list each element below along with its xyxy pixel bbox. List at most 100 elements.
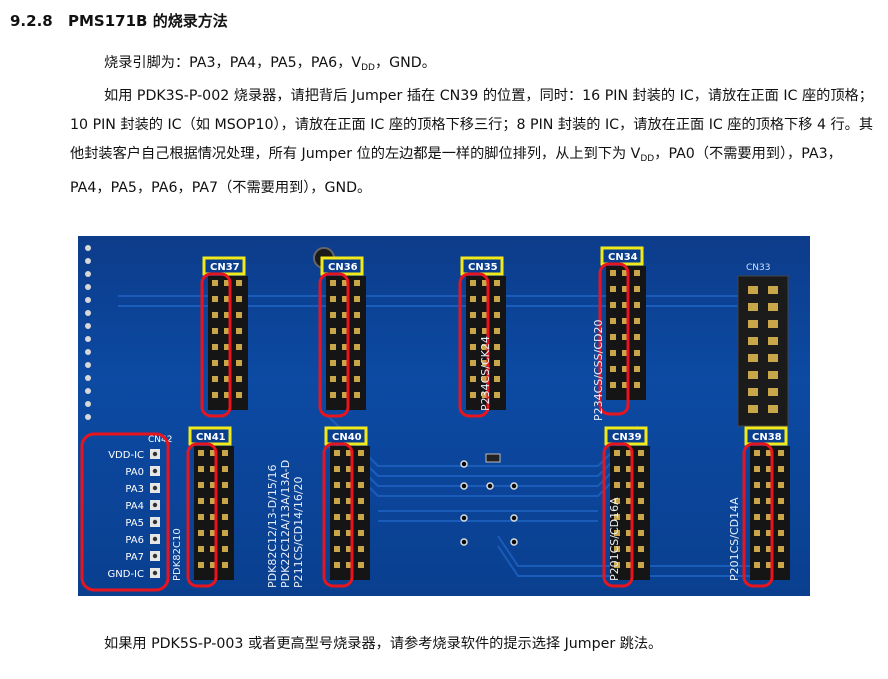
cn34-pin [610, 350, 616, 356]
cn38-pin [754, 450, 760, 456]
cn39-pin [614, 514, 620, 520]
cn35-pin [482, 280, 488, 286]
pin-label-pa3: PA3 [125, 484, 144, 495]
cn40-pin [334, 530, 340, 536]
cn33-pin [748, 405, 758, 413]
cn37-highlight [200, 272, 232, 418]
cn35-pin [482, 360, 488, 366]
cn33-pin [748, 337, 758, 345]
cn35-pin [482, 392, 488, 398]
cn34-pin [634, 318, 640, 324]
pin-label-pa7: PA7 [125, 552, 144, 563]
cn36-pin [330, 360, 336, 366]
cn34-pin [634, 366, 640, 372]
cn38-pin [754, 498, 760, 504]
pin-pad-hole [152, 536, 158, 542]
cn33-pin [768, 388, 778, 396]
cn37-pin [236, 312, 242, 318]
cn39-pin [626, 482, 632, 488]
cn37-pin [236, 344, 242, 350]
silk-cn40-b: PDK22C12A/13A/13A-D [279, 460, 292, 588]
cn36-pin [354, 392, 360, 398]
cn33-pin [768, 320, 778, 328]
edge-hole [85, 336, 91, 342]
cn39-pin [626, 466, 632, 472]
cn34-pin [622, 286, 628, 292]
silk-cn42-side: PDK82C10 [172, 528, 183, 581]
cn40-pin [334, 562, 340, 568]
cn33-pin [768, 371, 778, 379]
pin-label-pa0: PA0 [125, 467, 144, 478]
cn34-label: CN34 [608, 252, 638, 263]
cn34-pin [610, 382, 616, 388]
pins-paragraph: 烧录引脚为：PA3，PA4，PA5，PA6，VDD，GND。 [70, 49, 876, 83]
cn40-pin [334, 498, 340, 504]
cn39-label: CN39 [612, 432, 642, 443]
cn37-pin [212, 312, 218, 318]
cn40-pin [334, 514, 340, 520]
instructions-paragraph: 如用 PDK3S-P-002 烧录器，请把背后 Jumper 插在 CN39 的… [70, 82, 876, 203]
cn34-pin [622, 302, 628, 308]
section-number: 9.2.8 [10, 12, 53, 30]
cn35-pin [470, 280, 476, 286]
pin-pad-hole [152, 553, 158, 559]
cn36-pin [354, 328, 360, 334]
cn33-pin [748, 286, 758, 294]
cn41-pin [222, 482, 228, 488]
cn39-highlight [602, 442, 634, 588]
cn34-pin [634, 286, 640, 292]
cn35-pin [470, 360, 476, 366]
pins-suffix: ，GND。 [374, 55, 436, 71]
cn40-pin [358, 514, 364, 520]
cn40-label: CN40 [332, 432, 362, 443]
cn37-pin [224, 392, 230, 398]
cn38-pin [754, 530, 760, 536]
cn35-pin [494, 392, 500, 398]
cn41-pin [210, 562, 216, 568]
cn34-pin [634, 302, 640, 308]
instructions-text-end: ，PA0（不需要用到），PA3，PA4，PA5，PA6，PA7（不需要用到），G… [70, 146, 842, 196]
cn39-pin [638, 546, 644, 552]
silk-cn38: P201CS/CD14A [728, 497, 741, 581]
cn36-pin [330, 392, 336, 398]
cn38-pin [778, 450, 784, 456]
cn35-pin [494, 344, 500, 350]
cn37-pin [212, 376, 218, 382]
edge-hole [85, 310, 91, 316]
cn34-pin [634, 382, 640, 388]
cn37-pin [236, 328, 242, 334]
cn37-pin [224, 296, 230, 302]
cn37-pin [236, 392, 242, 398]
pin-pad-hole [152, 502, 158, 508]
cn35-pin [494, 312, 500, 318]
cn39-pin [638, 530, 644, 536]
cn39-pin [614, 466, 620, 472]
cn36-pin [354, 376, 360, 382]
vdd-subscript-2: DD [640, 154, 655, 164]
edge-hole [85, 245, 91, 251]
cn39-pin [626, 562, 632, 568]
cn41-pin [198, 498, 204, 504]
cn37-pin [224, 344, 230, 350]
cn40-pin [334, 450, 340, 456]
cn39-pin [626, 498, 632, 504]
cn34-pin [610, 286, 616, 292]
cn39-pin [638, 482, 644, 488]
cn40-pin [358, 482, 364, 488]
cn39-pin [638, 562, 644, 568]
cn41-pin [222, 450, 228, 456]
edge-hole [85, 297, 91, 303]
cn41-highlight [186, 442, 218, 588]
cn41-pin [210, 514, 216, 520]
cn36-pin [342, 392, 348, 398]
cn40-pin [346, 466, 352, 472]
silk-cn35: P234CS/CK24 [479, 336, 492, 411]
cn38-highlight [742, 442, 774, 588]
pin-label-vdd-ic: VDD-IC [108, 450, 144, 461]
edge-hole [85, 362, 91, 368]
cn38-pin [778, 498, 784, 504]
cn39-pin [614, 482, 620, 488]
cn42-highlight [80, 432, 170, 592]
pin-pad-hole [152, 468, 158, 474]
cn35-label: CN35 [468, 262, 498, 273]
